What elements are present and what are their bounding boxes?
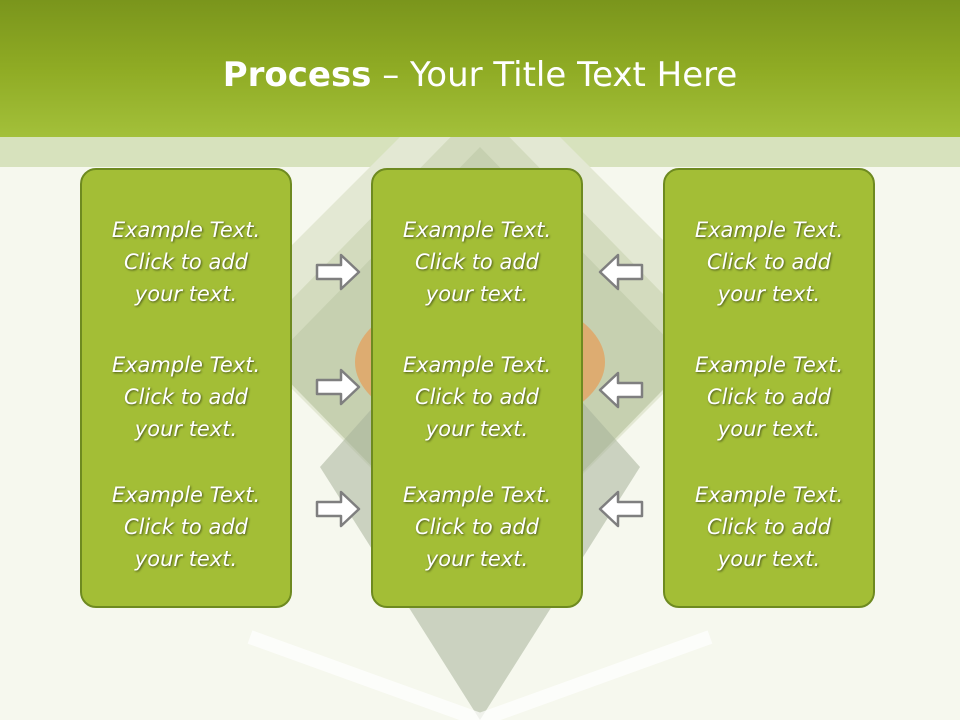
text-line: Click to add	[706, 250, 831, 274]
text-line: Example Text.	[111, 353, 261, 377]
text-line: Example Text.	[402, 218, 552, 242]
text-line: Example Text.	[694, 353, 844, 377]
arrow-left-icon	[598, 490, 644, 528]
text-line: Example Text.	[694, 483, 844, 507]
arrow-right-icon	[315, 490, 361, 528]
column-1-text-block-3[interactable]: Example Text. Click to add your text.	[82, 479, 290, 575]
arrow-right-icon	[315, 253, 361, 291]
arrow-left-icon	[598, 371, 644, 409]
diamond-edge-highlight	[247, 630, 713, 720]
text-line: Example Text.	[694, 218, 844, 242]
text-line: Example Text.	[111, 483, 261, 507]
title-rest-part: – Your Title Text Here	[371, 55, 738, 95]
arrow-right-icon	[315, 368, 361, 406]
column-3-text-block-1[interactable]: Example Text. Click to add your text.	[665, 214, 873, 310]
process-column-1[interactable]: Example Text. Click to add your text. Ex…	[80, 168, 292, 608]
text-line: your text.	[425, 417, 529, 441]
text-line: Example Text.	[402, 483, 552, 507]
text-line: Example Text.	[111, 218, 261, 242]
arrow-left-icon	[598, 253, 644, 291]
title-bold-part: Process	[222, 55, 372, 95]
text-line: your text.	[134, 547, 238, 571]
text-line: your text.	[717, 282, 821, 306]
text-line: Click to add	[414, 515, 539, 539]
column-2-text-block-1[interactable]: Example Text. Click to add your text.	[373, 214, 581, 310]
header-bar	[0, 0, 960, 137]
text-line: your text.	[425, 547, 529, 571]
text-line: your text.	[134, 417, 238, 441]
text-line: your text.	[425, 282, 529, 306]
text-line: Click to add	[414, 385, 539, 409]
text-line: Example Text.	[402, 353, 552, 377]
text-line: Click to add	[123, 515, 248, 539]
text-line: Click to add	[706, 515, 831, 539]
text-line: Click to add	[706, 385, 831, 409]
text-line: Click to add	[123, 385, 248, 409]
column-2-text-block-3[interactable]: Example Text. Click to add your text.	[373, 479, 581, 575]
column-3-text-block-3[interactable]: Example Text. Click to add your text.	[665, 479, 873, 575]
process-column-2[interactable]: Example Text. Click to add your text. Ex…	[371, 168, 583, 608]
text-line: your text.	[717, 417, 821, 441]
column-3-text-block-2[interactable]: Example Text. Click to add your text.	[665, 349, 873, 445]
text-line: Click to add	[414, 250, 539, 274]
text-line: Click to add	[123, 250, 248, 274]
column-2-text-block-2[interactable]: Example Text. Click to add your text.	[373, 349, 581, 445]
process-column-3[interactable]: Example Text. Click to add your text. Ex…	[663, 168, 875, 608]
text-line: your text.	[134, 282, 238, 306]
column-1-text-block-2[interactable]: Example Text. Click to add your text.	[82, 349, 290, 445]
slide-title[interactable]: Process – Your Title Text Here	[0, 52, 960, 98]
column-1-text-block-1[interactable]: Example Text. Click to add your text.	[82, 214, 290, 310]
text-line: your text.	[717, 547, 821, 571]
